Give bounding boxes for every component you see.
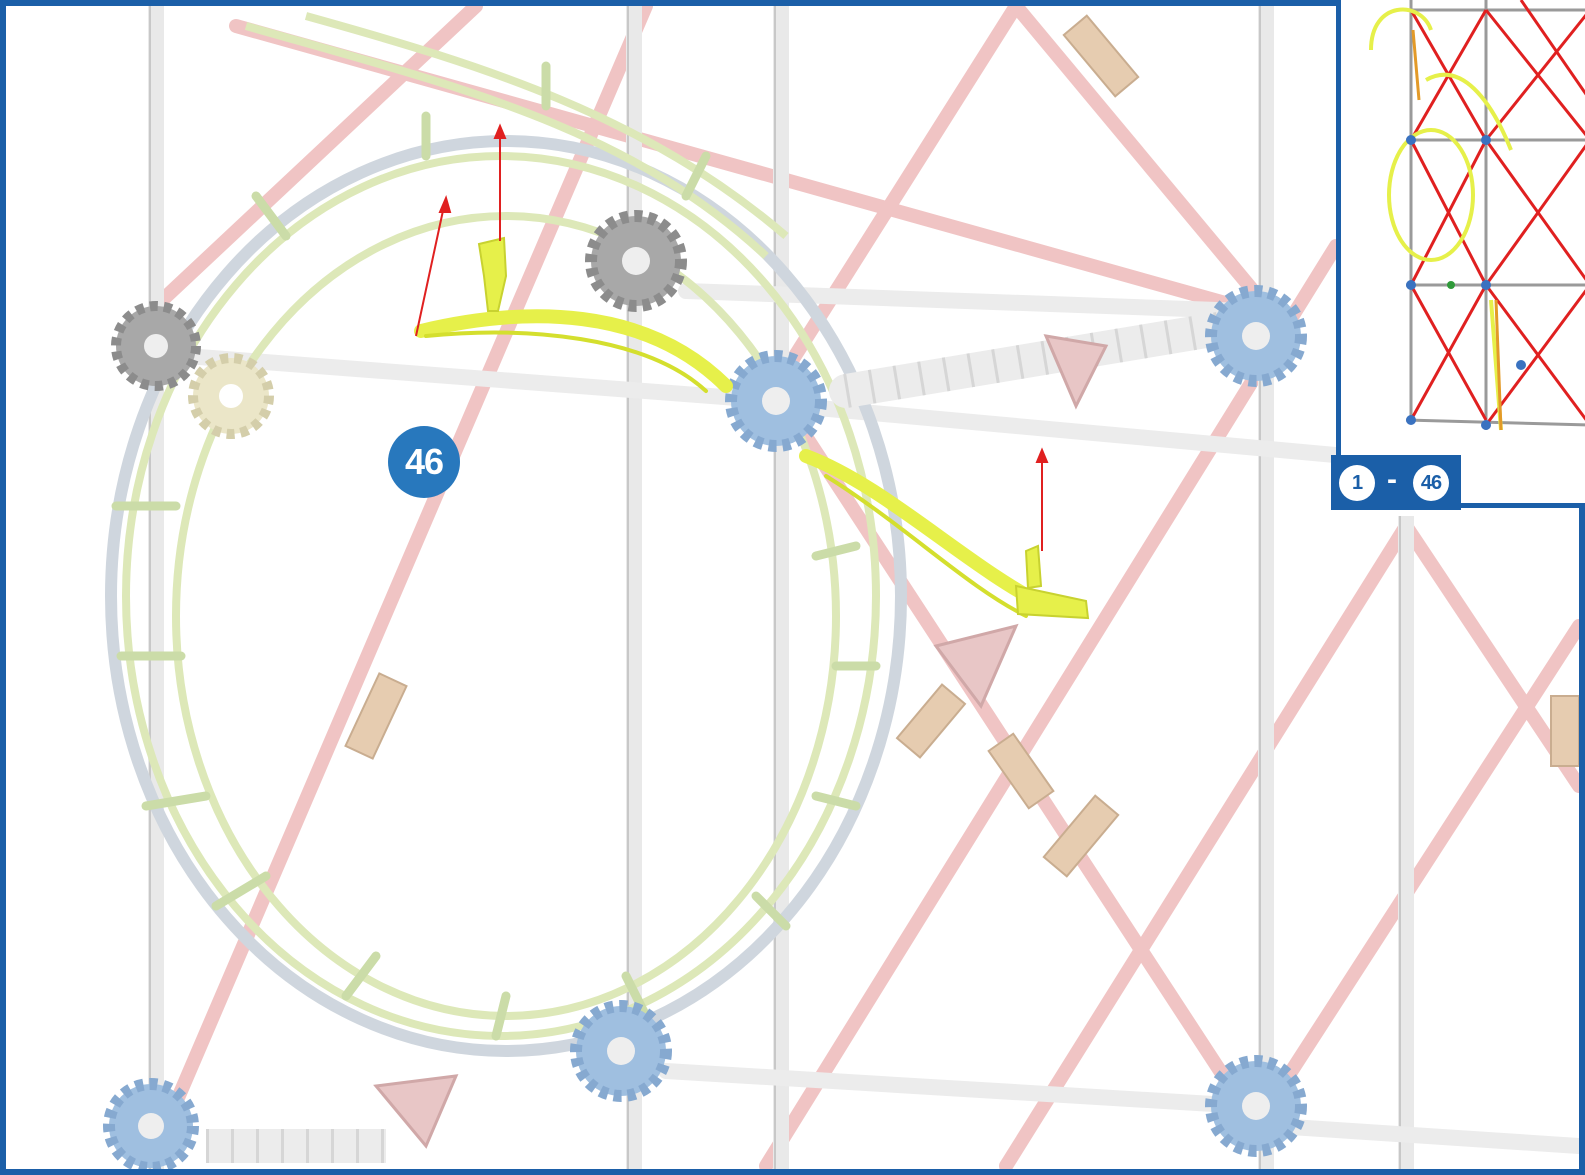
tan-connectors	[344, 14, 1579, 878]
connector-icon	[103, 1078, 199, 1169]
new-track-rail	[824, 474, 1028, 618]
connector-icon	[344, 672, 408, 760]
connector-icon	[1062, 14, 1140, 98]
new-track-rail	[799, 449, 1053, 613]
track-clip	[1014, 584, 1090, 620]
connector-icon	[895, 683, 967, 759]
connector-icon	[987, 732, 1055, 810]
new-track-rail	[424, 330, 708, 393]
new-track-clips	[477, 236, 1090, 620]
connector-icon	[570, 1000, 672, 1102]
connector-icon	[585, 210, 687, 312]
connector-icon	[373, 1074, 459, 1149]
overview-hubs	[1406, 135, 1526, 430]
connector-icon	[111, 301, 201, 391]
diagonal-rod	[1009, 6, 1273, 313]
overview-supports	[1411, 29, 1503, 431]
range-separator: -	[1387, 463, 1397, 496]
track-clip	[1024, 544, 1043, 590]
connector-icon	[1205, 285, 1307, 387]
connector-icon	[1205, 1055, 1307, 1157]
new-track-rail	[414, 309, 733, 393]
horizontal-rod	[1268, 1118, 1579, 1154]
diagonal-rod	[759, 239, 1343, 1169]
red-arrow-icon	[415, 205, 445, 337]
connector-icon	[1042, 794, 1120, 878]
loop-track	[105, 12, 907, 1057]
horizontal-rods	[178, 283, 1579, 1154]
horizontal-rod	[658, 1063, 1254, 1114]
hub-connectors	[103, 210, 1307, 1169]
placement-arrows	[415, 123, 1049, 551]
range-start-badge: 1	[1339, 465, 1375, 501]
connector-icon	[188, 353, 274, 439]
diagonal-rod	[769, 6, 1023, 393]
track-ties	[111, 61, 881, 1041]
support-pipe	[206, 309, 1253, 1163]
horizontal-rod	[178, 348, 784, 409]
assembly-scene	[103, 6, 1579, 1169]
track-clip	[477, 236, 508, 312]
horizontal-rod	[788, 398, 1354, 464]
connector-icon	[1550, 695, 1579, 767]
diagonal-rod	[999, 519, 1413, 1169]
connector-icon	[725, 350, 827, 452]
diagonal-rod	[149, 6, 483, 313]
diagonal-rod	[1249, 619, 1579, 1133]
range-end-badge: 46	[1413, 465, 1449, 501]
step-number-badge: 46	[388, 426, 460, 498]
connector-icon	[1043, 334, 1109, 410]
overview-thumbnail	[1336, 0, 1585, 508]
vertical-rods	[148, 6, 1414, 1169]
overview-frame	[1405, 0, 1585, 430]
connector-icon	[933, 623, 1019, 709]
horizontal-rod	[678, 283, 1254, 319]
